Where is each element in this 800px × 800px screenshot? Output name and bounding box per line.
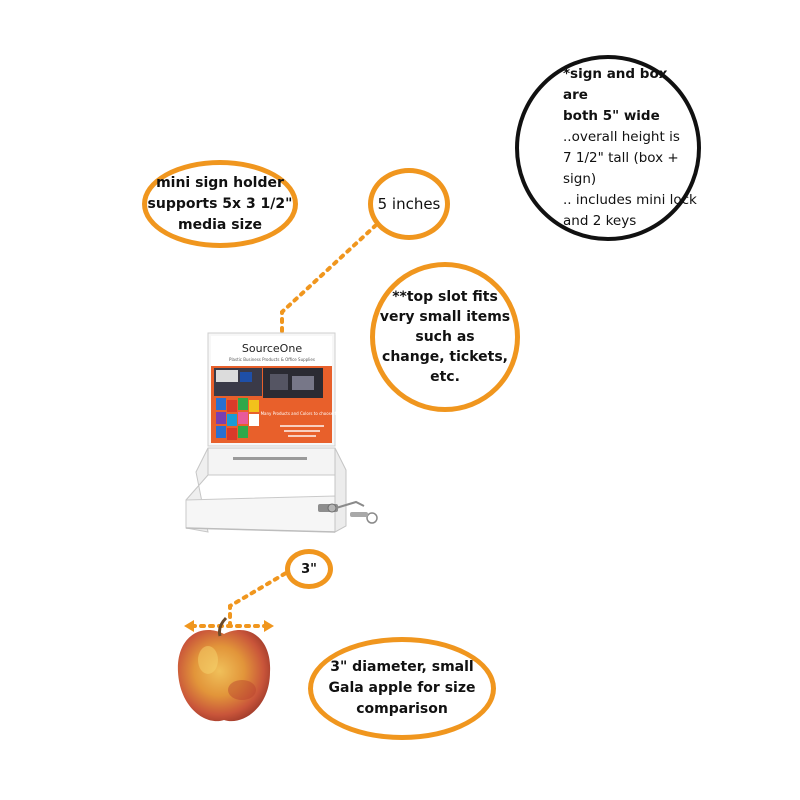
sign-holder-box-photo: SourceOne Plastic Business Products & Of… <box>185 332 378 533</box>
apple-photo <box>177 616 271 722</box>
callout-line: Gala apple for size <box>328 680 476 696</box>
callout-line: and 2 keys <box>563 213 637 229</box>
callout-line: such as <box>415 329 475 345</box>
callout-line: very small items <box>379 309 511 325</box>
sign-tagline: Plastic Business Products & Office Suppl… <box>229 357 315 362</box>
callout-line: comparison <box>356 701 448 717</box>
sign-promo: Many Products and Colors to choose from! <box>261 411 346 416</box>
callout-line: *sign and box are <box>563 66 668 103</box>
sign-brand: SourceOne <box>242 342 302 355</box>
apple-width-callout: 3" <box>285 549 333 589</box>
width-callout: 5 inches <box>368 168 450 240</box>
dimensions-callout: *sign and box are both 5" wide ..overall… <box>515 55 701 241</box>
top-slot-callout: **top slot fits very small items such as… <box>370 262 520 412</box>
callout-line: sign) <box>563 171 597 187</box>
callout-line: both 5" wide <box>563 108 660 124</box>
callout-line: .. includes mini lock <box>563 192 697 208</box>
callout-line: 3" diameter, small <box>330 659 474 675</box>
callout-line: ..overall height is <box>563 129 680 145</box>
callout-line: change, tickets, <box>382 349 508 365</box>
callout-line: media size <box>178 216 262 233</box>
sign-holder-callout: mini sign holder supports 5x 3 1/2" medi… <box>142 160 298 248</box>
width-label: 5 inches <box>377 195 441 213</box>
callout-line: 7 1/2" tall (box + <box>563 150 679 166</box>
callout-line: supports 5x 3 1/2" <box>147 195 293 212</box>
callout-line: **top slot fits <box>392 289 498 305</box>
callout-line: etc. <box>430 369 460 385</box>
apple-callout: 3" diameter, small Gala apple for size c… <box>308 637 496 740</box>
apple-width-label: 3" <box>301 561 317 577</box>
callout-line: mini sign holder <box>156 174 284 191</box>
